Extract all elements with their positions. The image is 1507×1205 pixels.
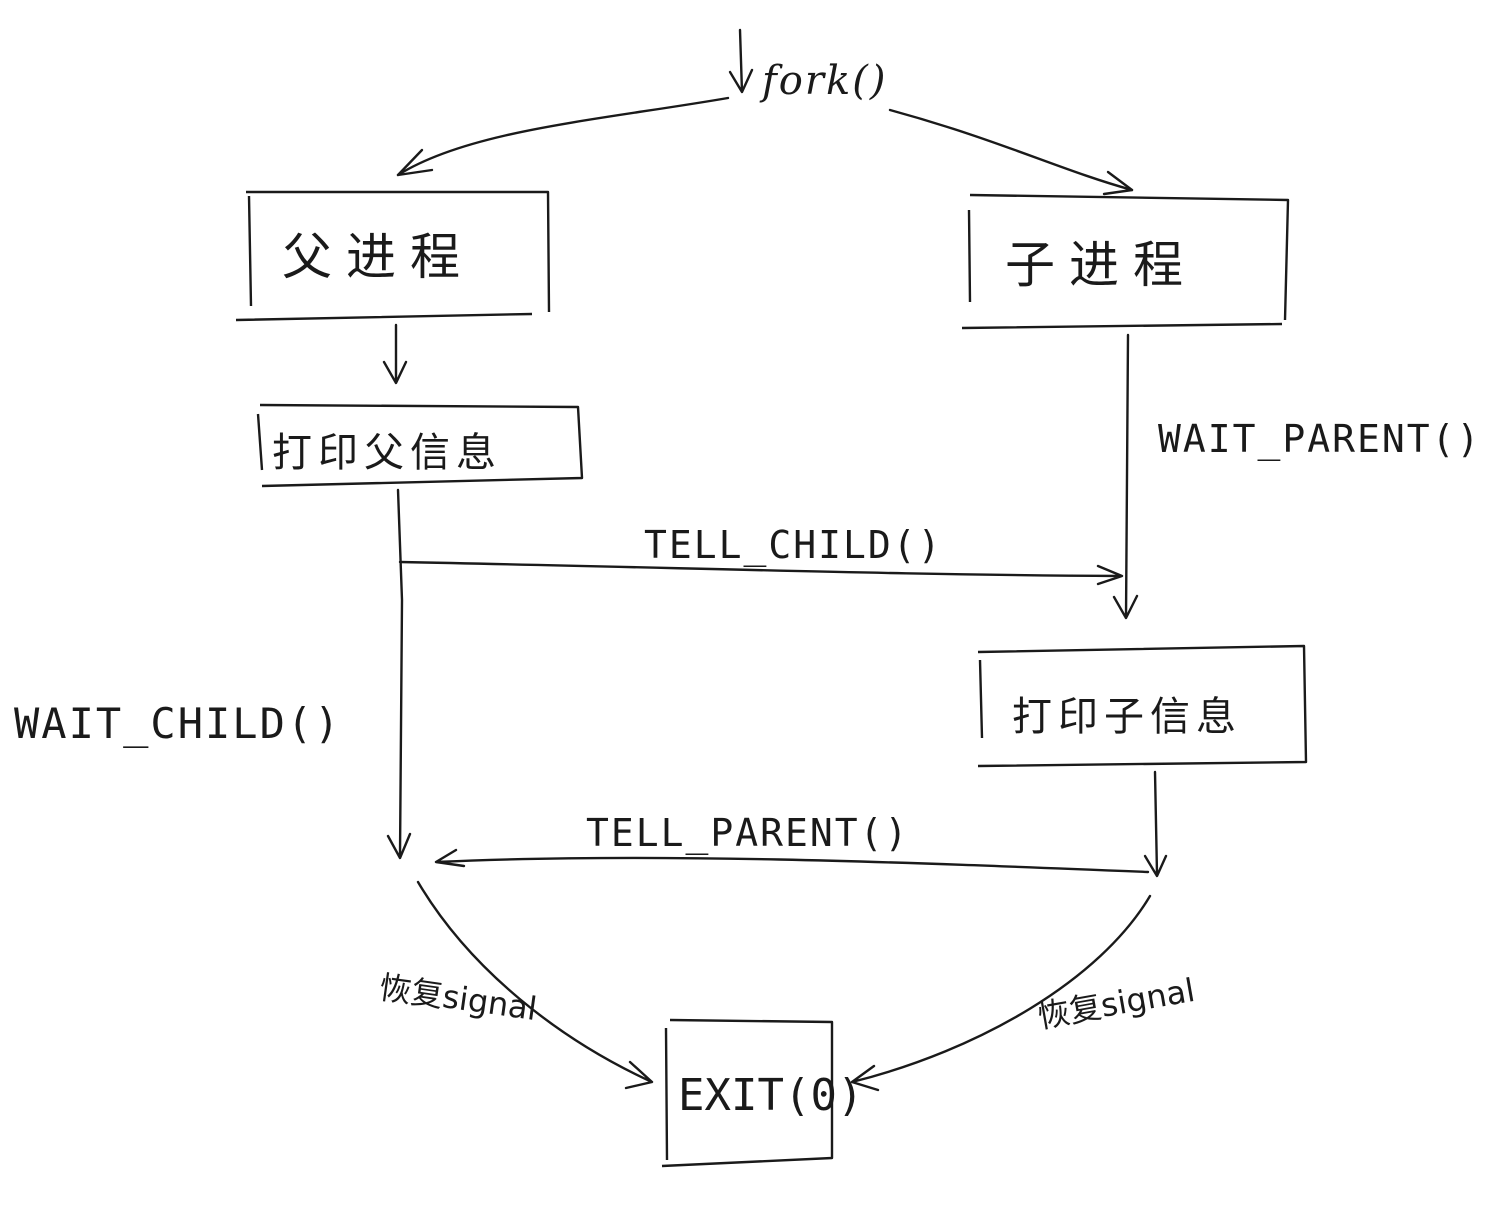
parent-process-label: 父进程 [282, 228, 474, 286]
tell-child-edge [398, 560, 1124, 586]
fork-to-parent-edge [396, 96, 730, 177]
parent-to-print-edge [382, 323, 408, 385]
child-process-node: 子进程 [961, 193, 1290, 330]
print-parent-box [256, 403, 584, 488]
wait-child-label: WAIT_CHILD() [14, 699, 341, 748]
left-restore-label: 恢复signal [377, 968, 539, 1028]
print-child-label: 打印子信息 [1012, 694, 1242, 740]
right-restore-label: 恢复signal [1035, 971, 1198, 1036]
child-process-box [961, 193, 1290, 330]
child-wait-edge [1112, 333, 1139, 620]
parent-process-box [235, 190, 551, 322]
fork-label: fork() [759, 58, 887, 104]
wait-parent-label: WAIT_PARENT() [1158, 417, 1481, 462]
parent-wait-edge [386, 488, 412, 860]
print-child-down-edge [1143, 770, 1168, 878]
fork-to-child-arrowhead [1102, 170, 1134, 196]
left-restore-edge [416, 880, 654, 1090]
print-parent-node: 打印父信息 [256, 403, 584, 488]
exit-node: EXIT(0) [661, 1018, 863, 1168]
fork-to-child-edge [888, 108, 1134, 192]
right-restore-edge [850, 894, 1152, 1092]
tell-child-label: TELL_CHILD() [644, 523, 943, 568]
exit-label: EXIT(0) [678, 1070, 863, 1121]
exit-box [661, 1018, 834, 1168]
tell-parent-label: TELL_PARENT() [586, 811, 909, 856]
child-process-label: 子进程 [1005, 236, 1197, 294]
parent-process-node: 父进程 [235, 190, 551, 322]
tell-parent-edge [434, 848, 1150, 874]
print-child-node: 打印子信息 [977, 644, 1308, 768]
print-child-box [977, 644, 1308, 768]
fork-entry: fork() [728, 28, 887, 104]
fork-to-parent-arrowhead [396, 148, 434, 177]
fork-entry-arrow [728, 28, 754, 94]
print-parent-label: 打印父信息 [272, 430, 502, 476]
